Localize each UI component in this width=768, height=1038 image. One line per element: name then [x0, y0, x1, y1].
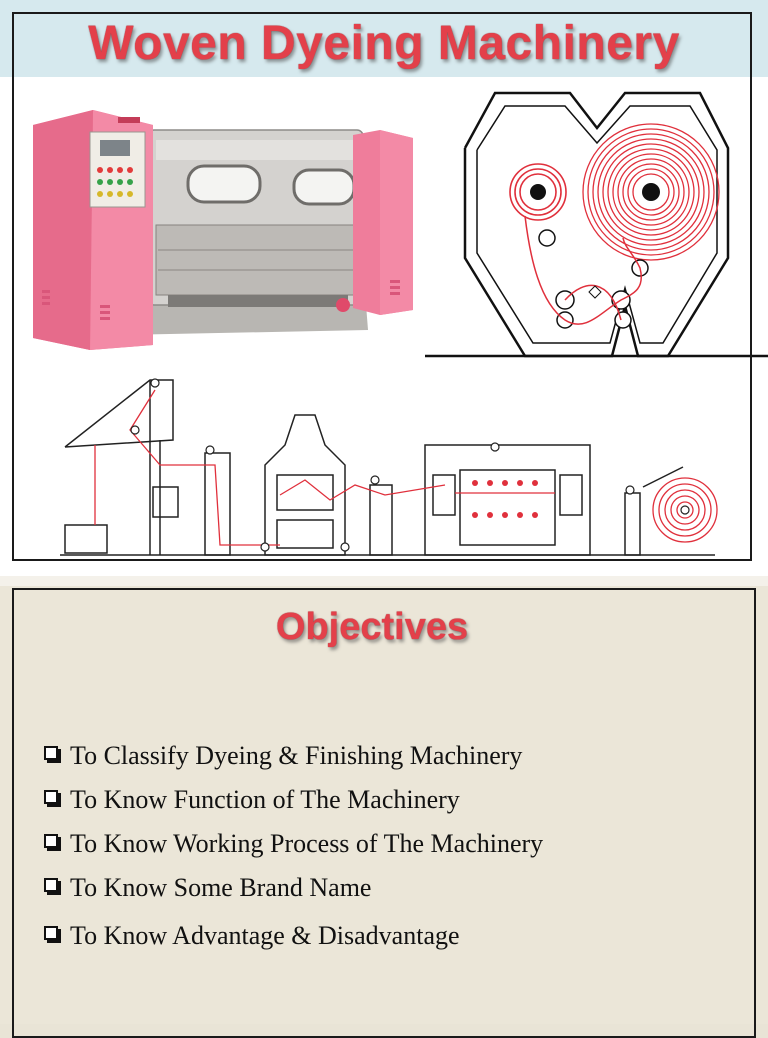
checkbox-bullet-icon [44, 746, 58, 760]
slide-1-frame [12, 12, 752, 561]
slide-1-title: Woven Dyeing Machinery [88, 17, 680, 70]
slide-2: Objectives To Classify Dyeing & Finishin… [0, 586, 768, 1038]
checkbox-bullet-icon [44, 878, 58, 892]
slide-2-frame: Objectives To Classify Dyeing & Finishin… [12, 588, 756, 1038]
objective-item: To Know Function of The Machinery [42, 782, 543, 826]
slide-1: Woven Dyeing Machinery [0, 0, 768, 576]
checkbox-bullet-icon [44, 834, 58, 848]
continuous-dyeing-range-diagram [60, 378, 718, 561]
jigger-cross-section-diagram [425, 91, 768, 358]
objective-item: To Classify Dyeing & Finishing Machinery [42, 738, 543, 782]
objective-item: To Know Working Process of The Machinery [42, 826, 543, 870]
objective-text: To Know Working Process of The Machinery [70, 829, 544, 858]
objective-item: To Know Advantage & Disadvantage [42, 918, 543, 962]
objectives-list: To Classify Dyeing & Finishing Machinery… [42, 738, 543, 962]
checkbox-bullet-icon [44, 790, 58, 804]
objectives-title: Objectives [275, 606, 469, 648]
jigger-machine-photo [33, 110, 413, 350]
slide-separator [0, 576, 768, 586]
objective-item: To Know Some Brand Name [42, 870, 543, 914]
objective-text: To Know Some Brand Name [70, 873, 372, 902]
checkbox-bullet-icon [44, 926, 58, 940]
objective-text: To Classify Dyeing & Finishing Machinery [70, 741, 523, 770]
objective-text: To Know Function of The Machinery [70, 785, 460, 814]
objective-text: To Know Advantage & Disadvantage [70, 921, 460, 950]
